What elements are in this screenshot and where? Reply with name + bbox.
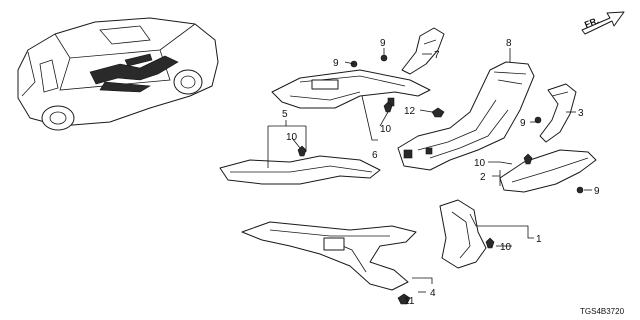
callout-5: 5 [282, 109, 288, 120]
clip-9a [350, 60, 358, 68]
vehicle-illustration [17, 17, 219, 131]
callout-6: 6 [372, 150, 378, 161]
callout-10-c: 10 [474, 158, 486, 169]
duct-part-2 [499, 149, 597, 193]
callout-10-a: 10 [380, 124, 392, 135]
callout-8: 8 [506, 38, 512, 49]
callout-10-d: 10 [500, 242, 512, 253]
callout-11: 11 [404, 296, 415, 307]
callout-12: 12 [404, 106, 416, 117]
duct-part-3 [539, 83, 577, 143]
callout-9-d: 9 [594, 186, 600, 197]
fasteners [297, 54, 584, 305]
clip-9d [576, 186, 584, 194]
duct-part-7 [401, 27, 445, 75]
callout-9-c: 9 [520, 118, 526, 129]
grommet-10a [383, 101, 393, 113]
duct-part-1 [439, 199, 487, 269]
grommet-10d [485, 237, 495, 249]
callout-2: 2 [480, 172, 486, 183]
duct-part-5 [219, 155, 381, 185]
front-direction-arrow: FR. [581, 11, 625, 35]
callout-3: 3 [578, 108, 584, 119]
grommet-10b [297, 145, 307, 157]
duct-part-4 [241, 221, 417, 291]
clip-9b [380, 54, 388, 62]
leader-lines [267, 48, 592, 293]
duct-part-6 [271, 69, 431, 109]
grommet-10c [523, 153, 533, 165]
callout-10-b: 10 [286, 132, 298, 143]
bolt-12 [431, 107, 445, 118]
diagram-code: TGS4B3720 [580, 307, 625, 316]
clip-9c [534, 116, 542, 124]
callout-7: 7 [434, 50, 440, 61]
nut-11 [397, 293, 411, 305]
callout-1: 1 [536, 234, 542, 245]
duct-part-8 [397, 61, 535, 171]
callout-9-a: 9 [333, 58, 339, 69]
callout-4: 4 [430, 288, 436, 299]
callout-9-b: 9 [380, 38, 386, 49]
callout-labels: 9 9 7 8 12 3 9 10 5 10 6 10 2 9 1 10 4 1… [282, 38, 600, 307]
